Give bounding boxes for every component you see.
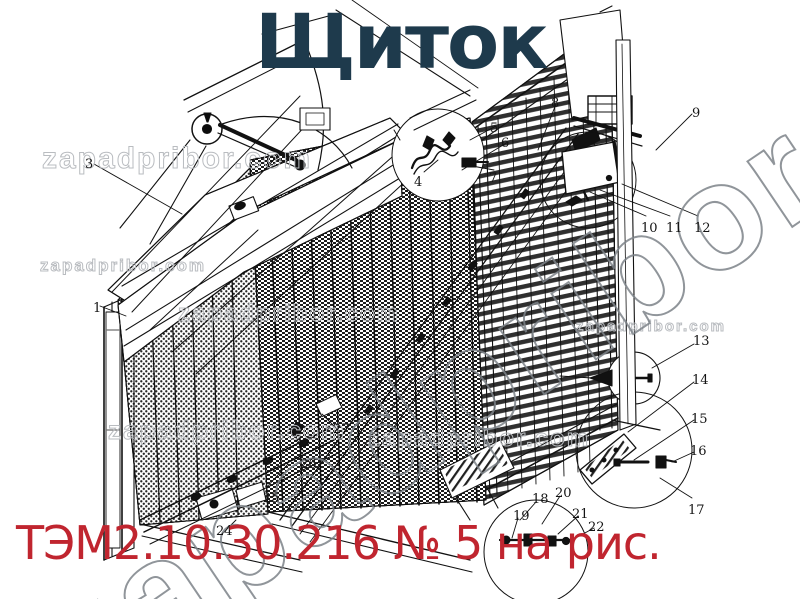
callout-11: 11 xyxy=(666,221,683,236)
callout-22: 22 xyxy=(588,520,605,535)
callout-14: 14 xyxy=(692,373,709,388)
callout-24: 24 xyxy=(216,524,233,539)
callout-20: 20 xyxy=(555,486,572,501)
callout-21: 21 xyxy=(572,507,589,522)
callout-6: 6 xyxy=(501,136,510,151)
callout-26: 26 xyxy=(300,457,317,472)
callout-27: 27 xyxy=(333,422,350,437)
page-title: Щиток xyxy=(255,0,549,86)
callout-10: 10 xyxy=(641,221,658,236)
callout-17: 17 xyxy=(688,503,705,518)
drawing-caption: ТЭМ2.10.30.216 № 5 на рис. xyxy=(16,516,662,570)
callout-3: 3 xyxy=(85,157,94,172)
callout-1: 1 xyxy=(93,301,102,316)
callout-15: 15 xyxy=(691,412,708,427)
callout-5: 5 xyxy=(490,121,499,136)
callout-8: 8 xyxy=(551,96,560,111)
callout-18: 18 xyxy=(532,492,549,507)
callout-19: 19 xyxy=(513,509,530,524)
callout-13: 13 xyxy=(693,334,710,349)
callout-4: 4 xyxy=(414,175,423,190)
callout-16: 16 xyxy=(690,444,707,459)
callout-12: 12 xyxy=(694,221,711,236)
callout-7: 7 xyxy=(489,171,498,186)
callout-25: 25 xyxy=(263,491,280,506)
callout-9: 9 xyxy=(692,106,701,121)
